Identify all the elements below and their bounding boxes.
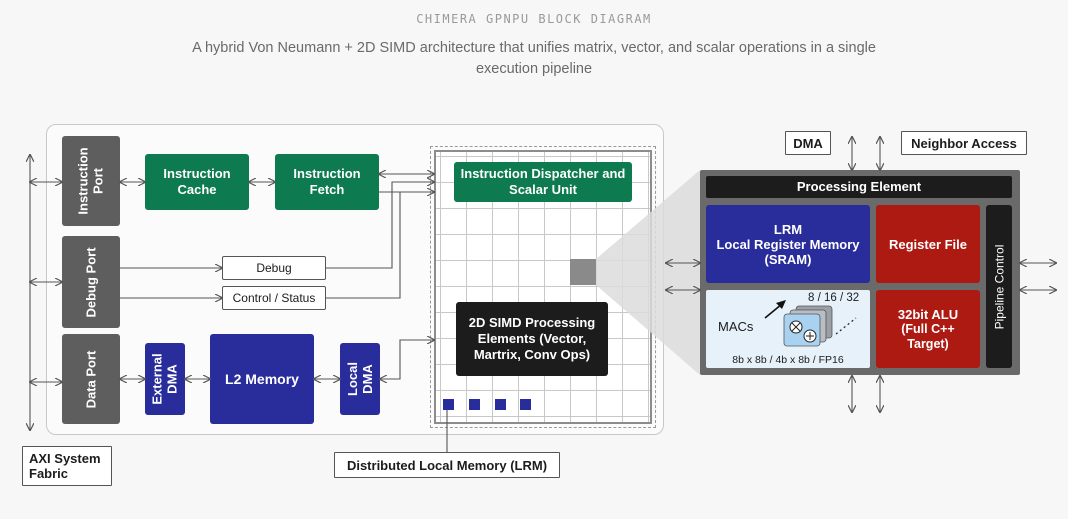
instruction-fetch: Instruction Fetch [275, 154, 379, 210]
alu-32bit: 32bit ALU (Full C++ Target) [876, 290, 980, 368]
lrm-square [443, 399, 454, 410]
local-dma: Local DMA [340, 343, 380, 415]
control-status-label: Control / Status [222, 286, 326, 310]
l2-memory: L2 Memory [210, 334, 314, 424]
debug-to-grid [326, 182, 434, 269]
instruction-port: Instruction Port [62, 136, 120, 226]
processing-element-title: Processing Element [706, 176, 1012, 198]
simd-processing-elements: 2D SIMD Processing Elements (Vector, Mar… [456, 302, 608, 376]
debug-label: Debug [222, 256, 326, 280]
distributed-lrm-label: Distributed Local Memory (LRM) [334, 452, 560, 478]
instruction-dispatcher: Instruction Dispatcher and Scalar Unit [454, 162, 632, 202]
local-dma-to-grid [380, 340, 434, 379]
lrm-square [469, 399, 480, 410]
debug-port: Debug Port [62, 236, 120, 328]
macs-label: MACs [718, 319, 754, 334]
mac-width-label: 8 / 16 / 32 [808, 292, 860, 304]
data-port: Data Port [62, 334, 120, 424]
pipeline-control: Pipeline Control [986, 205, 1012, 368]
instruction-cache: Instruction Cache [145, 154, 249, 210]
register-file: Register File [876, 205, 980, 283]
local-register-memory: LRM Local Register Memory (SRAM) [706, 205, 870, 283]
mac-stack-icon [764, 300, 857, 347]
highlighted-pe-cell [570, 259, 596, 285]
diagram-subtitle: A hybrid Von Neumann + 2D SIMD architect… [192, 40, 876, 77]
lrm-square [495, 399, 506, 410]
axi-system-fabric-label: AXI System Fabric [22, 446, 112, 486]
control-to-grid [326, 192, 434, 299]
zoom-projection [596, 170, 700, 375]
mac-precision-label: 8b x 8b / 4b x 8b / FP16 [732, 354, 844, 366]
external-dma: External DMA [145, 343, 185, 415]
dma-label: DMA [785, 131, 831, 155]
lrm-square [520, 399, 531, 410]
diagram-tag: CHIMERA GPNPU BLOCK DIAGRAM [416, 12, 652, 26]
neighbor-access-label: Neighbor Access [901, 131, 1027, 155]
